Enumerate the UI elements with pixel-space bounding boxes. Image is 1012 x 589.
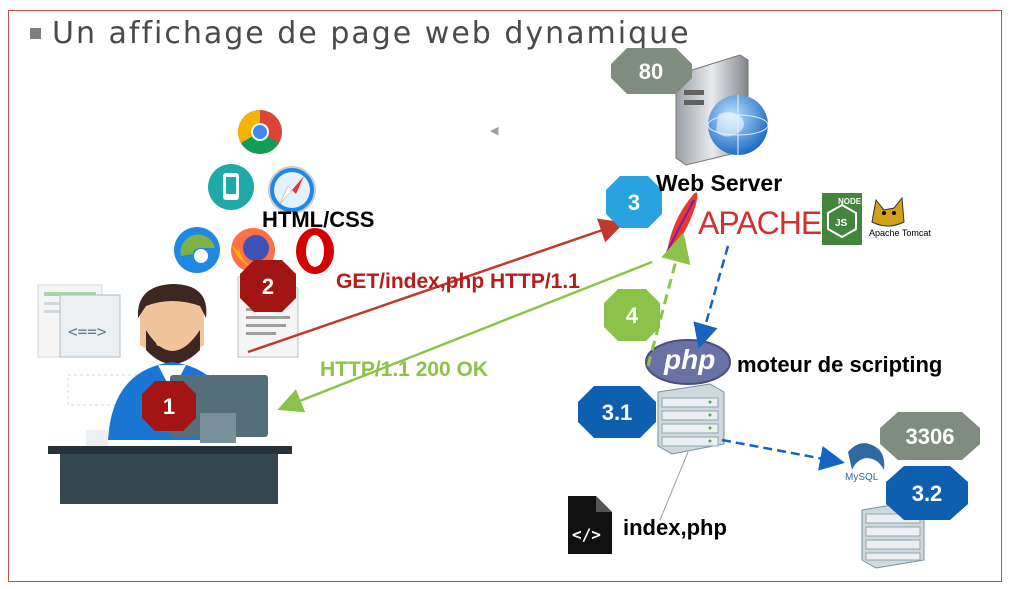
badge-step-2: 2 <box>240 260 296 312</box>
badge-port-3306: 3306 <box>880 412 980 460</box>
server-globe-icon <box>675 54 769 166</box>
php-logo-text: php <box>664 344 716 375</box>
apache-feather-icon <box>666 192 698 253</box>
badge-step-1-text: 1 <box>163 394 175 419</box>
badge-step-3-1-text: 3.1 <box>602 400 633 425</box>
file-connector-line <box>659 451 689 521</box>
server-rack-icon <box>657 383 725 455</box>
svg-text:<==>: <==> <box>68 322 107 341</box>
title-bullet-icon <box>30 28 41 39</box>
badge-port-80: 80 <box>611 48 692 94</box>
opera-icon <box>296 228 334 274</box>
edge-icon <box>174 227 220 273</box>
slide-frame <box>8 10 1002 582</box>
tomcat-label: Apache Tomcat <box>869 228 931 238</box>
response-arrow <box>277 260 653 413</box>
badge-step-4-text: 4 <box>626 303 639 328</box>
badge-step-3-2-text: 3.2 <box>912 481 943 506</box>
slide-title: Un affichage de page web dynamique <box>52 16 691 51</box>
badge-step-3-text: 3 <box>628 190 640 215</box>
mysql-dolphin-icon <box>848 443 885 470</box>
response-label: HTTP/1.1 200 OK <box>320 358 489 381</box>
pointer-icon: ◀ <box>490 125 499 137</box>
nodejs-icon: JS <box>822 193 862 245</box>
request-arrow <box>247 218 625 354</box>
firefox-icon <box>231 228 275 272</box>
nodejs-label: NODE <box>838 197 862 206</box>
to-database-arrow <box>721 438 845 471</box>
php-logo-icon <box>645 339 731 385</box>
svg-text:</>: </> <box>572 525 601 544</box>
html-css-label: HTML/CSS <box>262 207 375 232</box>
script-file-label: index,php <box>623 515 727 540</box>
to-php-arrow <box>693 245 730 349</box>
badge-port-80-text: 80 <box>639 59 663 84</box>
chrome-icon <box>238 110 282 154</box>
code-file-icon: </> <box>568 496 612 554</box>
apache-label: APACHE <box>698 205 822 241</box>
scripting-engine-label: moteur de scripting <box>737 352 943 377</box>
badge-step-2-text: 2 <box>262 274 274 299</box>
mobile-icon <box>208 164 254 210</box>
badge-port-3306-text: 3306 <box>906 424 955 449</box>
safari-icon <box>268 166 316 214</box>
badge-step-3: 3 <box>606 176 662 228</box>
badge-step-3-1: 3.1 <box>578 386 656 438</box>
web-server-label: Web Server <box>656 170 783 196</box>
badge-step-3-2: 3.2 <box>886 466 968 520</box>
badge-step-4: 4 <box>604 289 660 341</box>
from-php-arrow <box>646 232 691 367</box>
request-label: GET/index,php HTTP/1.1 <box>336 270 580 293</box>
badge-step-1: 1 <box>142 381 196 431</box>
mysql-label: MySQL <box>845 472 879 483</box>
tomcat-icon <box>871 196 905 227</box>
svg-text:JS: JS <box>835 218 848 229</box>
